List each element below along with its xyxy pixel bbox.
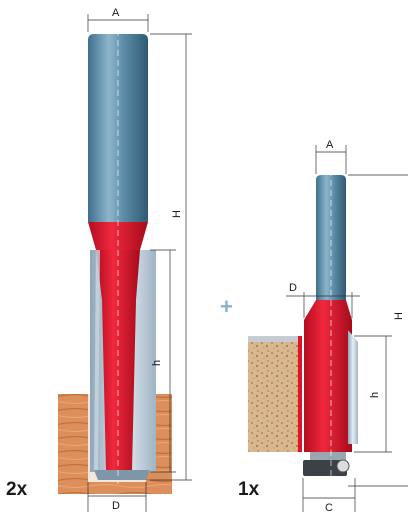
label-h-cut: h <box>151 360 163 366</box>
straight-bit: A H h D <box>58 7 192 512</box>
label-c: C <box>325 502 333 513</box>
label-h-total: H <box>393 312 405 320</box>
dimension-d: D <box>87 482 147 512</box>
collar <box>310 452 346 460</box>
quantity-flush-trim-bit: 1x <box>238 479 260 500</box>
dimension-h-total: H <box>150 33 192 481</box>
label-h-cut: h <box>369 392 381 398</box>
cutter-body <box>304 300 352 452</box>
flush-trim-bit: A H h D C <box>248 139 408 514</box>
label-d: D <box>289 282 297 294</box>
board <box>248 342 298 452</box>
cutter-tip <box>94 470 150 480</box>
label-h-total: H <box>171 210 183 218</box>
carbide-insert <box>348 330 358 444</box>
dimension-h-cut: h <box>150 249 176 473</box>
quantity-straight-bit: 2x <box>6 479 28 500</box>
label-a: A <box>326 139 334 151</box>
laminate-strip <box>248 336 298 342</box>
plus-sign: + <box>220 294 233 319</box>
label-d: D <box>112 500 120 512</box>
dimension-a: A <box>315 139 347 174</box>
dimension-a: A <box>87 7 149 32</box>
dimension-h-cut: h <box>354 335 392 453</box>
edge-strip <box>298 336 302 452</box>
bearing-screw <box>336 459 350 473</box>
dimension-h-total: H <box>348 174 408 487</box>
shank <box>88 34 148 222</box>
label-a: A <box>112 7 120 19</box>
shank <box>316 175 346 300</box>
cutter-flute <box>94 250 100 470</box>
dimension-d: D <box>286 282 360 318</box>
bearing <box>303 460 347 476</box>
dimension-c: C <box>302 478 356 514</box>
